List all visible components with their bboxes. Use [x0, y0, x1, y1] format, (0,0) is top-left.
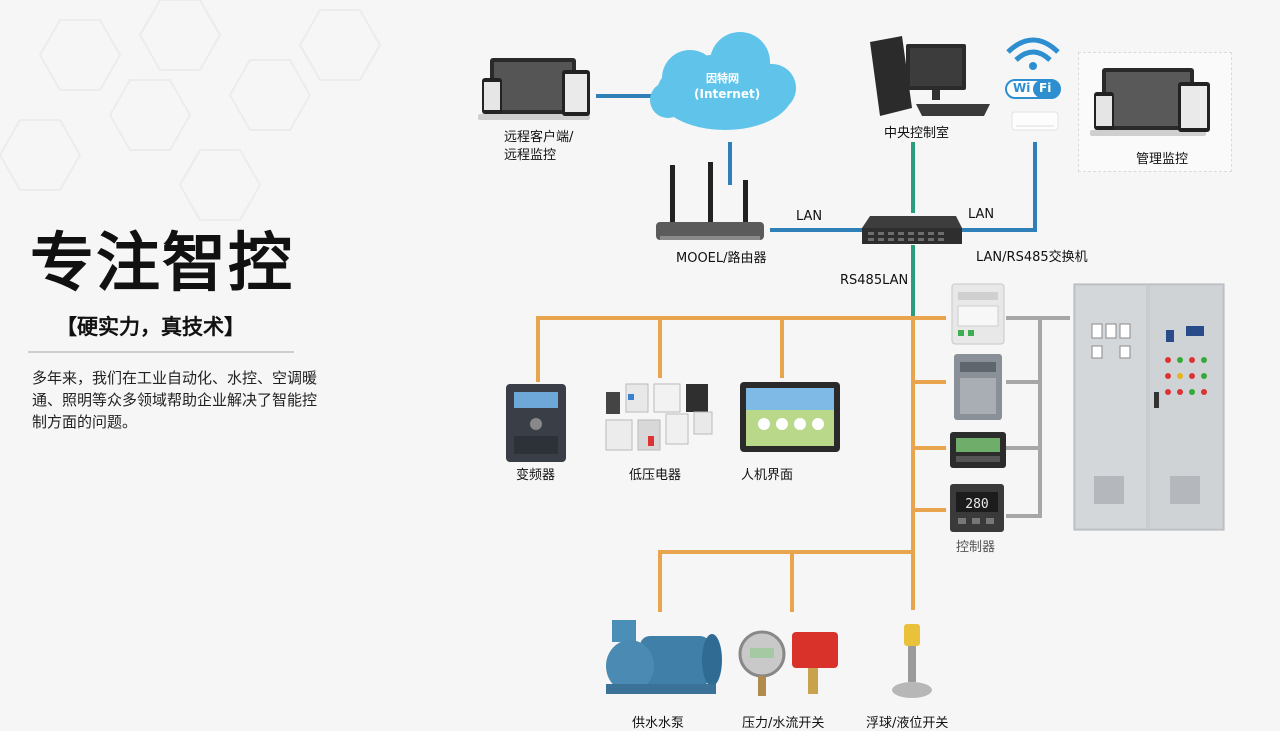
control-cabinet-icon [1073, 283, 1225, 531]
controller-icon: 280 [950, 484, 1004, 532]
low-voltage-label: 低压电器 [629, 468, 682, 483]
management-monitor-label: 管理监控 [1136, 152, 1189, 167]
cloud-icon [650, 32, 796, 130]
gray-module-4 [1006, 382, 1042, 518]
divider [28, 351, 294, 353]
io-module-icon [951, 283, 1005, 345]
switch-label: LAN/RS485交换机 [976, 250, 1088, 265]
router-label: MOOEL/路由器 [676, 251, 767, 266]
central-control-pc-icon [870, 36, 990, 116]
remote-client-label: 远程客户端/ [504, 130, 574, 145]
internet-label: 因特网 [706, 72, 739, 85]
wifi-router-icon [1005, 37, 1061, 131]
float-label: 浮球/液位开关 [866, 716, 949, 731]
controller-display-value: 280 [965, 497, 988, 512]
controller-label: 控制器 [956, 540, 996, 555]
wifi-wi-label: Wi [1013, 81, 1031, 95]
plc-module-icon [954, 354, 1002, 420]
rs485lan-label: RS485LAN [840, 273, 909, 288]
meter-module-icon [950, 432, 1006, 468]
router-icon [656, 162, 764, 240]
page-subtitle: 【硬实力，真技术】 [56, 315, 245, 339]
remote-monitor-label: 远程监控 [504, 148, 557, 163]
bus-lower [658, 550, 913, 612]
central-control-label: 中央控制室 [884, 126, 950, 141]
internet-sublabel: (Internet) [694, 87, 761, 101]
hexagon-background [0, 0, 382, 221]
pressure-flow-switch-icon [738, 630, 838, 696]
remote-client-laptop-icon [478, 58, 590, 120]
water-pump-icon [606, 620, 722, 694]
page-title: 专注智控 [30, 227, 294, 301]
pump-label: 供水水泵 [632, 716, 685, 731]
hmi-panel-icon [740, 382, 840, 452]
gray-module-2 [1006, 318, 1042, 384]
management-laptop-icon [1090, 68, 1210, 136]
lan-left-label: LAN [796, 209, 823, 224]
link-switch-to-wifi [962, 142, 1037, 232]
level-switch-icon [892, 624, 932, 698]
lan-right-label: LAN [968, 207, 995, 222]
network-switch-icon [862, 216, 962, 244]
pressure-label: 压力/水流开关 [742, 716, 825, 731]
inverter-label: 变频器 [516, 468, 556, 483]
company-description: 多年来，我们在工业自动化、水控、空调暖通、照明等众多领域帮助企业解决了智能控制方… [32, 369, 318, 431]
bus-upper [536, 316, 946, 382]
hmi-label: 人机界面 [741, 468, 794, 483]
inverter-icon [506, 384, 566, 462]
low-voltage-devices-icon [605, 383, 713, 451]
wifi-fi-label: Fi [1039, 81, 1052, 95]
